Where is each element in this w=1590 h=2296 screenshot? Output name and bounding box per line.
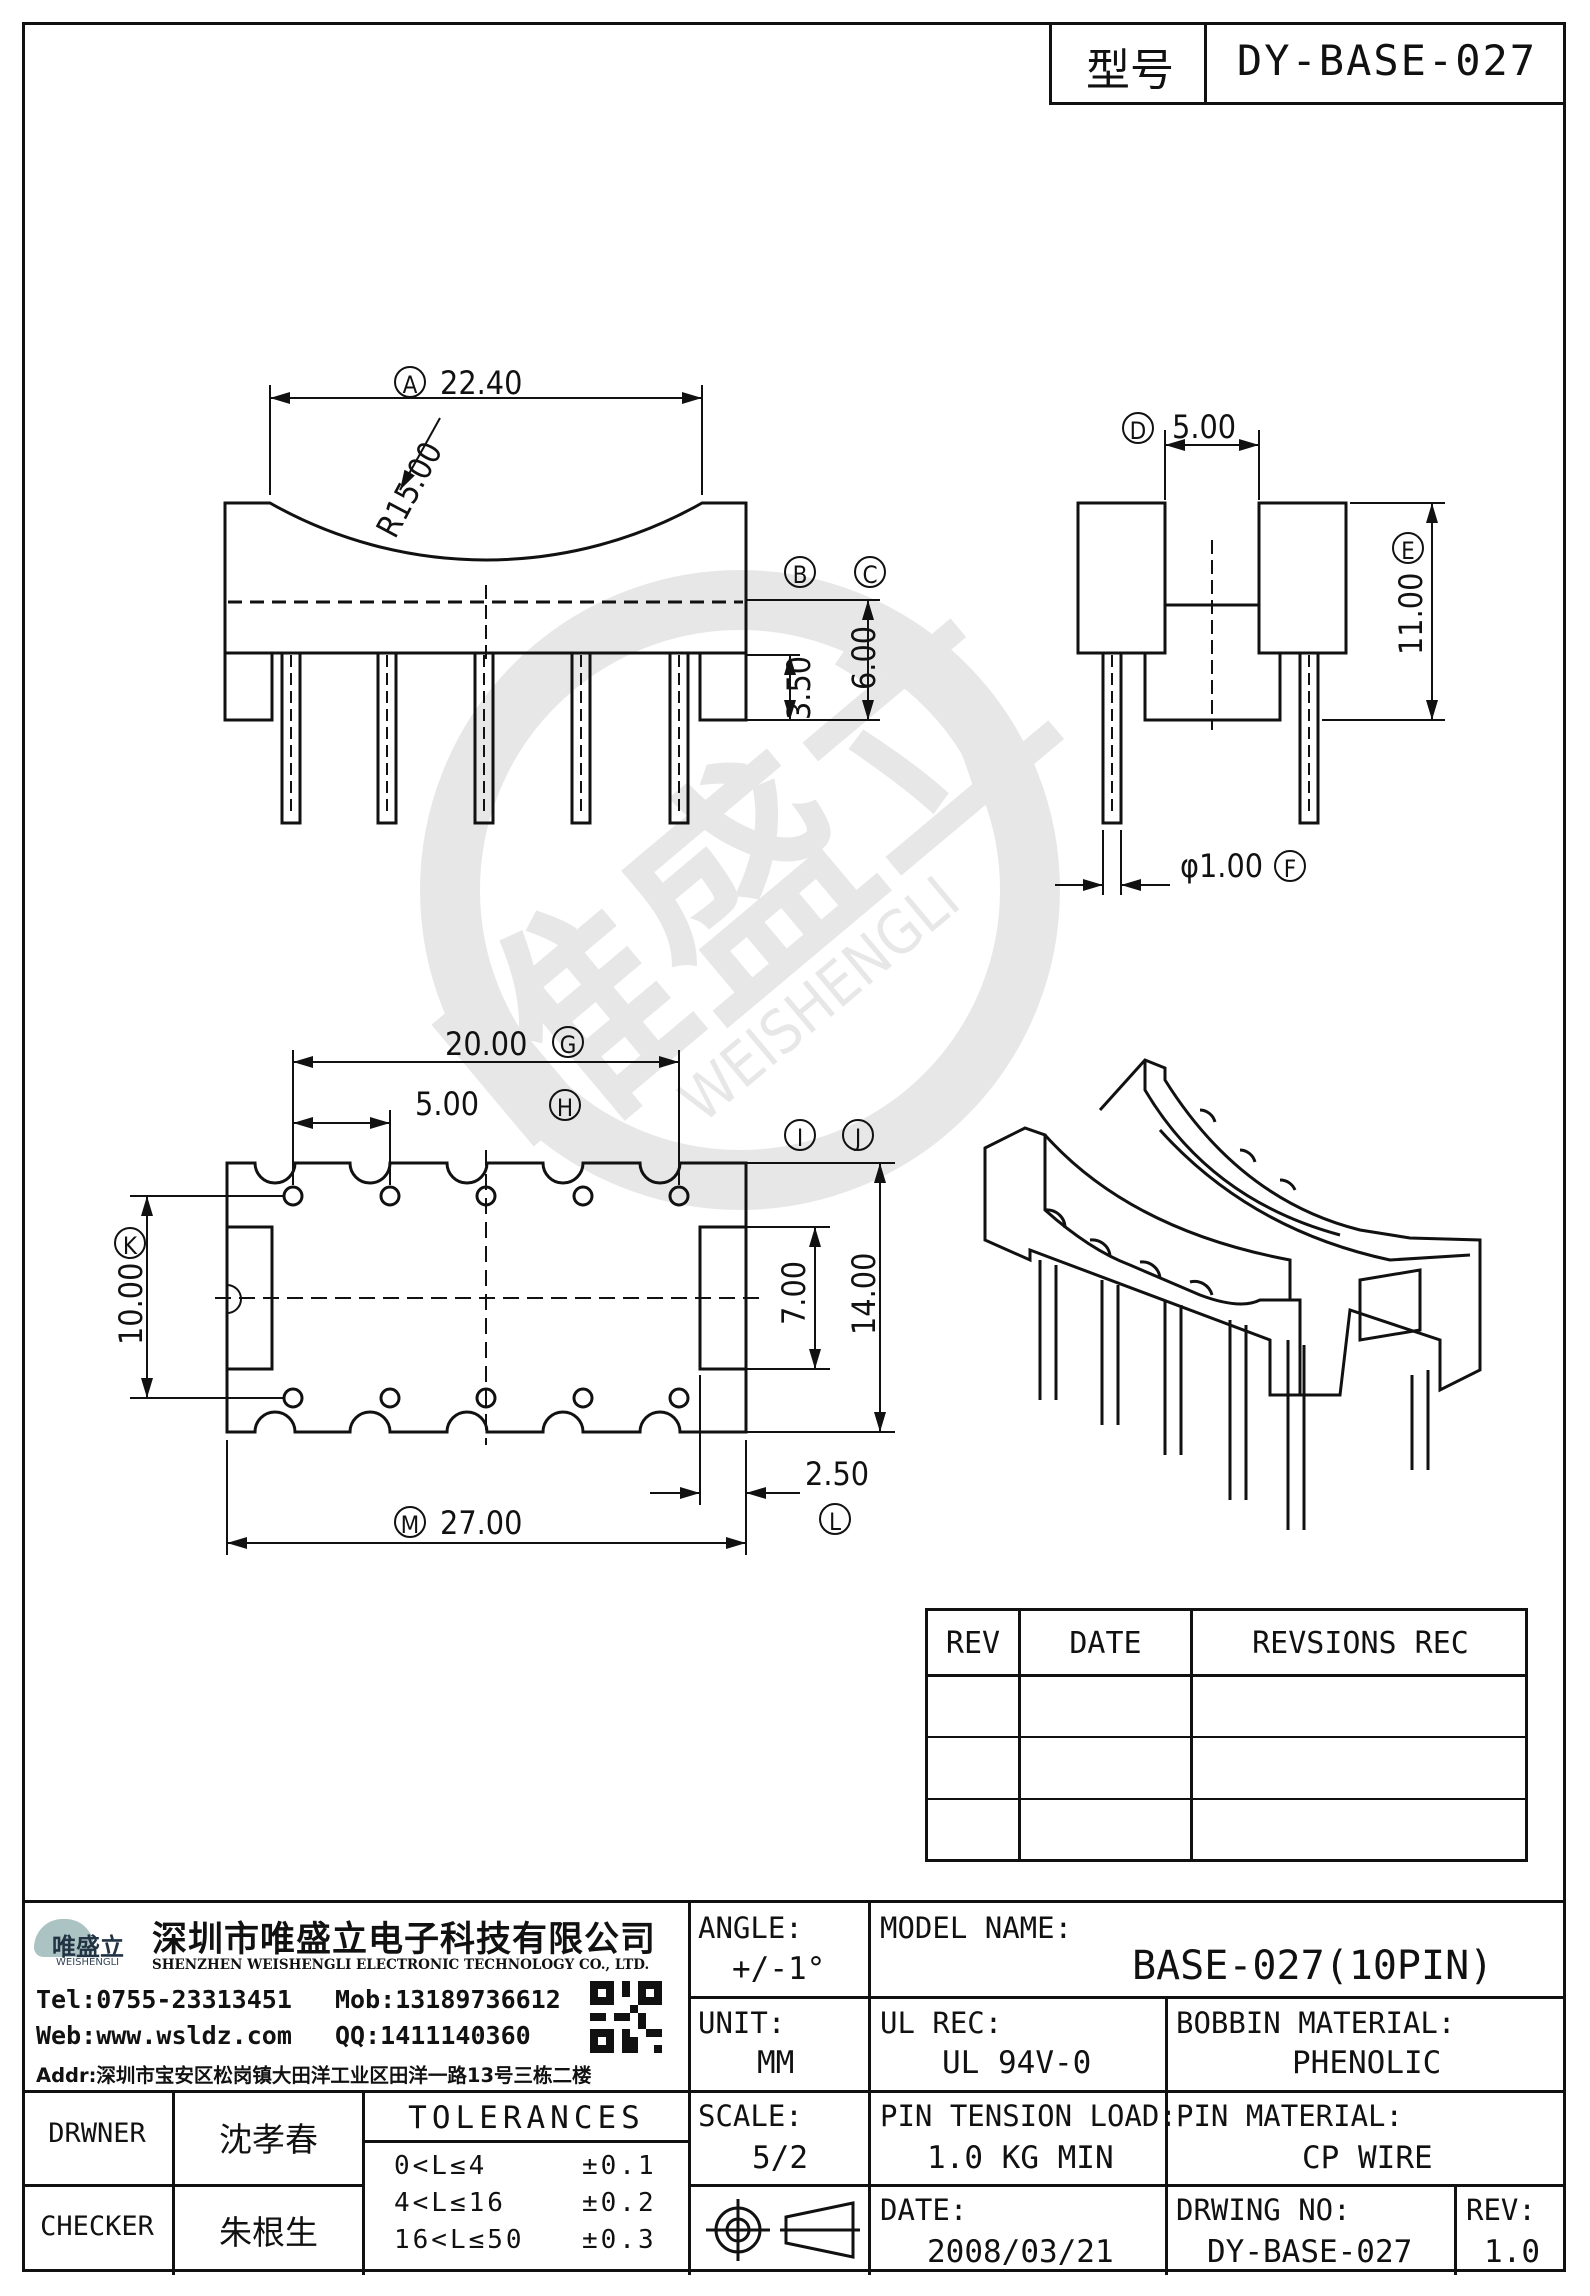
bobbin-value: PHENOLIC — [1292, 2045, 1442, 2081]
projection-symbol-icon — [706, 2199, 860, 2261]
title-block: 唯盛立 WEISHENGLI 深圳市唯盛立电子科技有限公司 SHENZHEN W… — [22, 1900, 1566, 2275]
side-view — [1055, 430, 1445, 895]
drwno-value: DY-BASE-027 — [1207, 2234, 1413, 2270]
watermark: 唯盛立 WEISHENGLI — [398, 562, 1098, 1210]
pinmat-label: PIN MATERIAL: — [1176, 2099, 1403, 2133]
isometric-view — [983, 1058, 1482, 1530]
circ-H: H — [557, 1094, 573, 1122]
company-web: Web:www.wsldz.com — [36, 2021, 292, 2050]
tolerances-title: TOLERANCES — [408, 2100, 645, 2136]
drawer-label: DRWNER — [48, 2118, 146, 2149]
drwno-label: DRWING NO: — [1176, 2193, 1351, 2227]
dim-A: 22.40 — [440, 364, 522, 402]
tol-value: ±0.3 — [582, 2225, 657, 2255]
circ-L: L — [829, 1508, 841, 1536]
qr-code-icon — [590, 1981, 662, 2053]
circ-K: K — [123, 1232, 138, 1260]
company-name-cn: 深圳市唯盛立电子科技有限公司 — [152, 1920, 657, 1960]
angle-label: ANGLE: — [698, 1911, 803, 1945]
circ-F: F — [1284, 855, 1296, 883]
dim-350: 3.50 — [780, 656, 818, 720]
tol-range: 16<L≤50 — [394, 2225, 525, 2255]
bobbin-label: BOBBIN MATERIAL: — [1176, 2006, 1456, 2040]
tol-value: ±0.1 — [582, 2151, 657, 2181]
ulrec-label: UL REC: — [880, 2006, 1003, 2040]
dim-700: 7.00 — [775, 1261, 813, 1325]
checker-value: 朱根生 — [219, 2213, 318, 2252]
scale-label: SCALE: — [698, 2099, 803, 2133]
watermark-cn: 唯盛立 — [398, 562, 1098, 1210]
tol-range: 4<L≤16 — [394, 2188, 506, 2218]
company-address: Addr:深圳市宝安区松岗镇大田洋工业区田洋一路13号三栋二楼 — [36, 2064, 592, 2087]
dim-R: R15.00 — [369, 436, 451, 544]
pinmat-value: CP WIRE — [1302, 2140, 1433, 2176]
circ-I: I — [797, 1124, 803, 1152]
logo-text: 唯盛立 — [52, 1933, 124, 1961]
pin-holes — [282, 1185, 690, 1409]
dim-1400: 14.00 — [845, 1253, 883, 1335]
dim-E: 11.00 — [1392, 573, 1430, 655]
circ-C: C — [862, 561, 877, 589]
rev-label: REV: — [1466, 2193, 1536, 2227]
rec-col-header: REVSIONS REC — [1252, 1626, 1469, 1661]
dim-600: 6.00 — [845, 626, 883, 690]
company-tel: Tel:0755-23313451 — [36, 1985, 292, 2014]
circ-E: E — [1401, 537, 1415, 565]
dim-K: 10.00 — [112, 1263, 150, 1345]
model-label: MODEL NAME: — [880, 1911, 1073, 1945]
tension-label: PIN TENSION LOAD: — [880, 2099, 1177, 2133]
company-mob: Mob:13189736612 — [335, 1985, 561, 2014]
rev-col-header: REV — [945, 1626, 1001, 1661]
scale-value: 5/2 — [752, 2140, 808, 2176]
type-divider — [1204, 25, 1207, 103]
date-label: DATE: — [880, 2193, 968, 2227]
circ-D: D — [1130, 417, 1147, 445]
drawing-frame — [22, 22, 1566, 2272]
front-view — [223, 385, 880, 825]
dim-G: 20.00 — [445, 1025, 527, 1063]
tension-value: 1.0 KG MIN — [927, 2140, 1114, 2176]
date-value: 2008/03/21 — [927, 2234, 1114, 2270]
tol-range: 0<L≤4 — [394, 2151, 488, 2181]
drawer-value: 沈孝春 — [219, 2120, 318, 2159]
type-label: 型号 — [1086, 45, 1174, 96]
date-col-header: DATE — [1069, 1626, 1142, 1661]
technical-drawing: 唯盛立 WEISHENGLI — [112, 364, 1482, 1555]
dim-M: 27.00 — [440, 1504, 522, 1542]
unit-value: MM — [757, 2045, 795, 2081]
rev-value: 1.0 — [1484, 2234, 1540, 2270]
revision-row — [928, 1738, 1525, 1798]
top-view — [130, 1050, 895, 1555]
dim-H: 5.00 — [415, 1085, 479, 1123]
dim-D: 5.00 — [1172, 408, 1236, 446]
dim-L: 2.50 — [805, 1455, 869, 1493]
type-value: DY-BASE-027 — [1236, 36, 1538, 85]
company-qq: QQ:1411140360 — [335, 2021, 531, 2050]
circ-A: A — [403, 371, 418, 399]
ulrec-value: UL 94V-0 — [942, 2045, 1092, 2081]
front-pins — [280, 651, 690, 825]
company-name-en: SHENZHEN WEISHENGLI ELECTRONIC TECHNOLOG… — [152, 1957, 650, 1973]
type-header — [1049, 25, 1565, 105]
model-value: BASE-027(10PIN) — [1132, 1943, 1494, 1989]
company-logo: 唯盛立 WEISHENGLI — [34, 1917, 144, 1969]
checker-label: CHECKER — [40, 2211, 154, 2242]
revision-row — [928, 1800, 1525, 1860]
angle-value: +/-1° — [732, 1951, 826, 1987]
revision-table: REV DATE REVSIONS REC — [925, 1608, 1528, 1862]
revision-row — [928, 1677, 1525, 1736]
tol-value: ±0.2 — [582, 2188, 657, 2218]
circ-J: J — [853, 1124, 861, 1152]
unit-label: UNIT: — [698, 2006, 786, 2040]
circ-G: G — [560, 1031, 577, 1059]
dim-F: φ1.00 — [1180, 847, 1263, 885]
circ-B: B — [793, 561, 808, 589]
logo-en: WEISHENGLI — [56, 1957, 120, 1968]
circ-M: M — [401, 1511, 420, 1539]
